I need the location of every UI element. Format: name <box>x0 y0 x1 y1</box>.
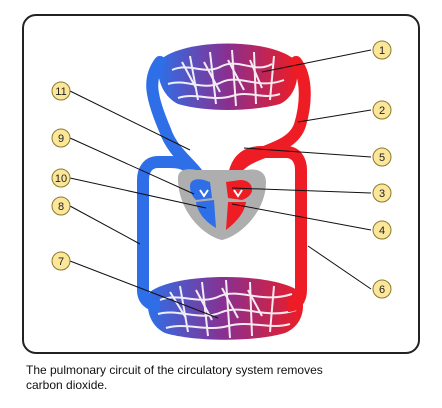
callout-5: 5 <box>372 147 392 167</box>
callout-7-text: 7 <box>58 256 64 268</box>
leader-lines <box>69 49 372 319</box>
left-ventricle <box>226 202 246 230</box>
callout-8-text: 8 <box>58 201 64 213</box>
callout-8: 8 <box>51 196 71 216</box>
callout-2-text: 2 <box>379 105 385 117</box>
callout-6-text: 6 <box>379 284 385 296</box>
left-atrium <box>226 180 252 200</box>
vena-cava <box>137 156 202 312</box>
aorta <box>226 146 307 312</box>
callout-3-text: 3 <box>379 188 385 200</box>
diagram-caption: The pulmonary circuit of the circulatory… <box>26 363 323 392</box>
callout-9: 9 <box>51 128 71 148</box>
pulmonary-capillary-bed <box>158 43 298 110</box>
callout-4-text: 4 <box>379 225 385 237</box>
callout-10: 10 <box>51 168 71 188</box>
systemic-capillary-bed <box>147 277 304 340</box>
right-atrium <box>190 179 212 200</box>
callout-2: 2 <box>372 100 392 120</box>
callout-7: 7 <box>51 251 71 271</box>
callout-3: 3 <box>372 183 392 203</box>
callout-11-text: 11 <box>55 86 66 98</box>
callout-1: 1 <box>372 40 392 60</box>
callout-5-text: 5 <box>379 152 385 164</box>
callout-9-text: 9 <box>58 133 64 145</box>
heart <box>178 169 266 240</box>
callout-1-text: 1 <box>379 45 385 57</box>
callout-11: 11 <box>51 81 71 101</box>
callout-4: 4 <box>372 220 392 240</box>
callout-10-text: 10 <box>55 173 67 185</box>
callout-6: 6 <box>372 279 392 299</box>
